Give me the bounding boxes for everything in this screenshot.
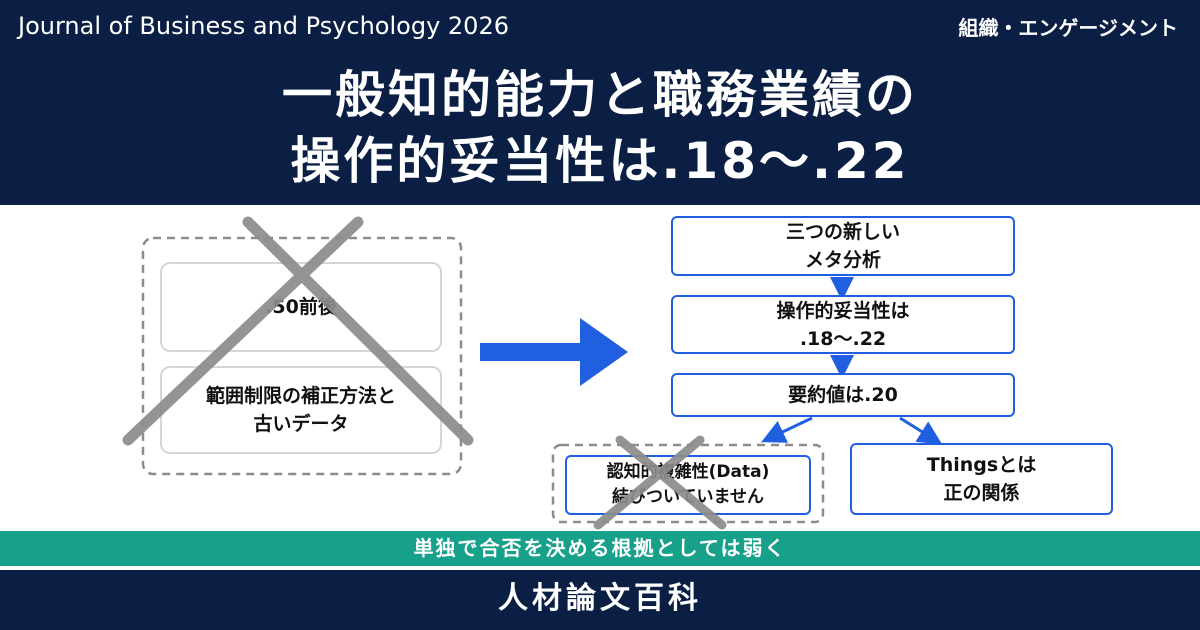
old-method-line-2: 古いデータ [253,413,349,435]
header-banner: Journal of Business and Psychology 2026 … [0,0,1200,205]
transition-arrow [480,318,628,386]
right-branch-line-1: Thingsとは [926,454,1037,476]
step3-text: 要約値は.20 [788,384,898,406]
old-estimate-text: .50前後 [265,296,337,318]
journal-name: Journal of Business and Psychology 2026 [18,12,509,40]
footer-brand: 人材論文百科 [0,566,1200,630]
conclusion-band: 単独で合否を決める根拠としては弱く [0,531,1200,566]
step2-line-2: .18〜.22 [799,327,887,350]
new-meta-analyses-box: 三つの新しい メタ分析 [671,216,1015,276]
old-estimate-box: .50前後 [160,262,442,352]
left-branch-line-1: 認知的複雑性(Data) [606,462,770,482]
step2-line-1: 操作的妥当性は [776,299,910,322]
summary-value-box: 要約値は.20 [671,373,1015,417]
step1-line-2: メタ分析 [804,249,881,271]
title-line-1: 一般知的能力と職務業績の [282,66,918,124]
page-title: 一般知的能力と職務業績の 操作的妥当性は.18〜.22 [0,62,1200,194]
category-label: 組織・エンゲージメント [958,16,1178,40]
old-method-line-1: 範囲制限の補正方法と [205,385,396,407]
title-line-2: 操作的妥当性は.18〜.22 [290,132,910,190]
validity-range-box: 操作的妥当性は .18〜.22 [671,295,1015,354]
left-branch-line-2: 結びついていません [612,487,764,507]
arrow-to-left-branch [761,416,813,443]
things-positive-box: Thingsとは 正の関係 [850,443,1113,515]
old-method-box: 範囲制限の補正方法と 古いデータ [160,366,442,454]
arrow-to-right-branch [899,416,943,445]
right-branch-line-2: 正の関係 [943,482,1020,504]
step1-line-1: 三つの新しい [785,221,900,243]
data-complexity-box: 認知的複雑性(Data) 結びついていません [565,455,811,515]
